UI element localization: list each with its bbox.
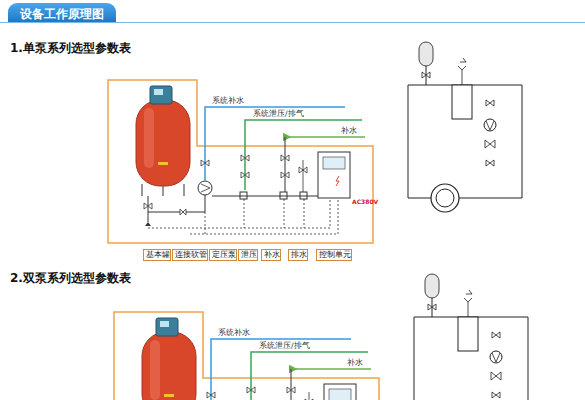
part-name: 补水: [264, 251, 278, 260]
pipe-label: 系统泄压/排气: [252, 110, 305, 118]
title-tab: 设备工作原理图: [8, 3, 116, 22]
section-heading: 2.双泵系列选型参数表: [10, 272, 131, 285]
part-name: 定压泵: [212, 251, 234, 260]
legend-box: 泄压: [238, 249, 258, 261]
pipe-label: 系统泄压/排气: [258, 342, 311, 350]
part-name: 排水: [291, 251, 305, 260]
pipe-label: 系统补水: [211, 97, 245, 105]
part-name: 基本罐: [146, 251, 168, 260]
legend-box: 控制单元: [316, 249, 352, 261]
power-label: AC380V: [352, 199, 378, 206]
legend-box: 基本罐: [143, 249, 171, 261]
legend-box: 定压泵: [209, 249, 237, 261]
part-name: 控制单元: [319, 251, 349, 260]
pipe-label: 系统补水: [217, 329, 251, 337]
pipe-label: 补水: [346, 359, 364, 367]
legend-box: 连接软管: [172, 249, 208, 261]
legend-box: 补水: [261, 249, 281, 261]
pipe-label: 补水: [340, 127, 358, 135]
section-heading: 1.单泵系列选型参数表: [10, 42, 131, 55]
legend-box: 排水: [288, 249, 308, 261]
part-name: 泄压: [241, 251, 255, 260]
page-title: 设备工作原理图: [20, 7, 104, 21]
part-name: 连接软管: [175, 251, 205, 260]
